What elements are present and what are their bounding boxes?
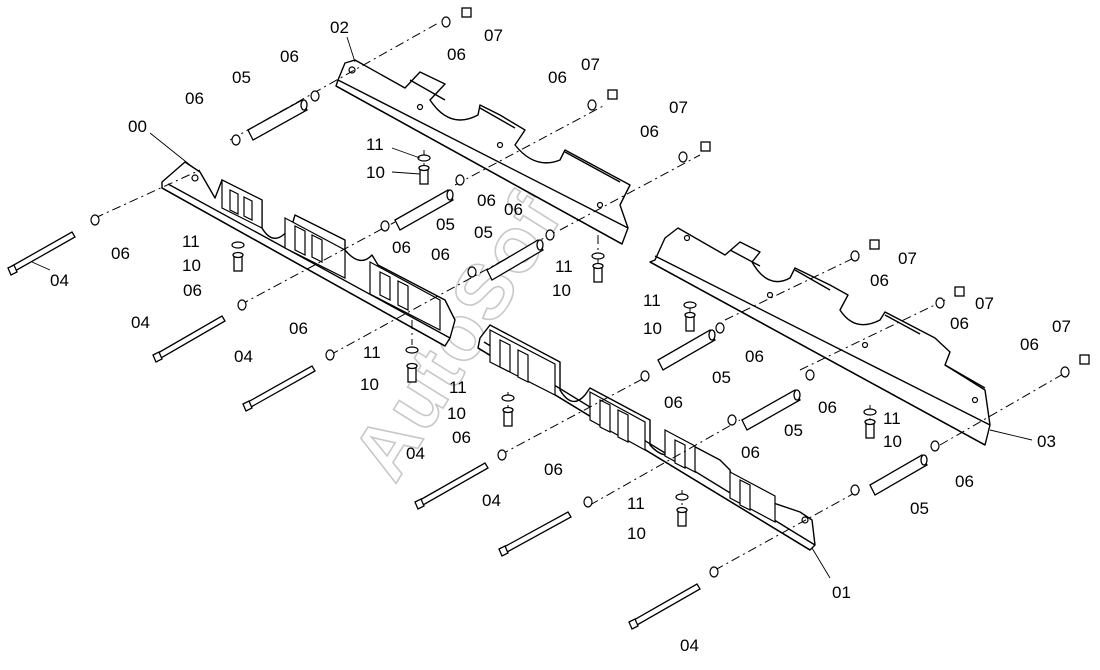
label-04: 04 — [482, 491, 501, 510]
label-06: 06 — [280, 47, 299, 66]
sleeve-05-e — [741, 389, 801, 431]
label-07: 07 — [1052, 317, 1071, 336]
label-05: 05 — [474, 223, 493, 242]
label-11: 11 — [366, 135, 384, 154]
label-10: 10 — [627, 524, 646, 543]
leader-lines — [31, 36, 1033, 579]
label-06: 06 — [741, 443, 760, 462]
sleeve-05-f — [869, 454, 928, 496]
label-01: 01 — [832, 583, 851, 602]
screw-10-d — [683, 301, 697, 332]
label-06: 06 — [870, 271, 889, 290]
sleeves-05 — [247, 99, 928, 496]
label-10: 10 — [643, 319, 662, 338]
label-10: 10 — [883, 432, 902, 451]
label-06: 06 — [544, 460, 563, 479]
label-06: 06 — [392, 238, 411, 257]
bolt-04-b — [152, 315, 226, 363]
sleeve-05-a — [247, 99, 308, 141]
label-06: 06 — [950, 314, 969, 333]
screw-10-a — [417, 154, 431, 185]
label-04: 04 — [406, 444, 425, 463]
label-06: 06 — [452, 428, 471, 447]
label-05: 05 — [712, 368, 731, 387]
label-11: 11 — [627, 494, 645, 513]
label-06: 06 — [745, 347, 764, 366]
label-11: 11 — [449, 378, 467, 397]
sleeve-05-b — [394, 189, 454, 231]
bolt-04-d — [414, 462, 489, 510]
label-05: 05 — [784, 421, 803, 440]
label-05: 05 — [910, 499, 929, 518]
sleeve-05-d — [657, 329, 716, 371]
bolt-04-f — [628, 583, 701, 630]
label-06: 06 — [111, 244, 130, 263]
screw-10-b — [231, 241, 245, 272]
label-06: 06 — [431, 245, 450, 264]
label-11: 11 — [182, 232, 200, 251]
label-04: 04 — [234, 347, 253, 366]
axis-lines — [94, 21, 1071, 571]
rail-part-01 — [477, 324, 816, 551]
bolt-04-e — [498, 511, 572, 557]
label-00: 00 — [128, 117, 147, 136]
label-11: 11 — [883, 409, 901, 428]
label-06: 06 — [1020, 335, 1039, 354]
label-07: 07 — [975, 294, 994, 313]
washers-06-nuts-07 — [90, 7, 1090, 578]
label-10: 10 — [366, 163, 385, 182]
bolt-04-a — [7, 231, 76, 276]
label-06: 06 — [664, 393, 683, 412]
label-06: 06 — [818, 398, 837, 417]
label-11: 11 — [363, 343, 381, 362]
label-07: 07 — [669, 98, 688, 117]
label-06: 06 — [504, 200, 523, 219]
sleeve-05-c — [486, 239, 544, 281]
label-07: 07 — [581, 55, 600, 74]
label-06: 06 — [640, 122, 659, 141]
label-03: 03 — [1037, 432, 1056, 451]
label-04: 04 — [680, 636, 699, 655]
label-04: 04 — [50, 271, 69, 290]
label-07: 07 — [484, 26, 503, 45]
label-05: 05 — [232, 68, 251, 87]
screw-10-c — [591, 252, 605, 283]
label-05: 05 — [436, 215, 455, 234]
label-11: 11 — [555, 257, 573, 276]
rail-part-00 — [161, 161, 456, 347]
label-07: 07 — [898, 249, 917, 268]
screw-10-e — [405, 346, 419, 383]
rail-part-03 — [649, 227, 991, 446]
label-06: 06 — [477, 191, 496, 210]
bolt-04-c — [242, 365, 316, 412]
label-06: 06 — [183, 281, 202, 300]
label-10: 10 — [552, 281, 571, 300]
label-10: 10 — [182, 256, 201, 275]
label-06: 06 — [548, 68, 567, 87]
label-06: 06 — [955, 472, 974, 491]
screws-10-washers-11 — [231, 154, 877, 527]
label-06: 06 — [289, 319, 308, 338]
label-11: 11 — [643, 291, 661, 310]
label-10: 10 — [447, 404, 466, 423]
callout-labels: 00 02 03 01 04 04 04 04 04 04 05 05 05 0… — [50, 18, 1071, 655]
label-02: 02 — [330, 18, 349, 37]
label-06: 06 — [185, 89, 204, 108]
label-10: 10 — [360, 375, 379, 394]
screw-10-h — [675, 493, 689, 527]
long-bolts-04 — [7, 231, 701, 630]
label-04: 04 — [131, 313, 150, 332]
screw-10-f — [501, 394, 515, 427]
rail-part-02 — [335, 59, 631, 245]
label-06: 06 — [447, 45, 466, 64]
screw-10-g — [863, 408, 877, 439]
